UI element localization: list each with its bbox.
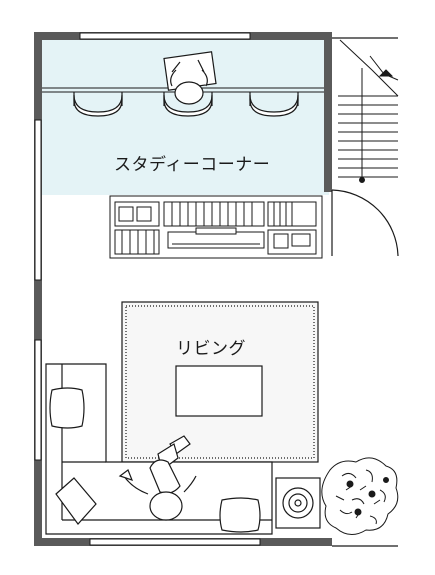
windows [34, 32, 261, 546]
coffee-table [175, 365, 263, 417]
chair [249, 92, 299, 117]
living-room-label: リビング [176, 339, 246, 359]
potted-plant [321, 457, 399, 535]
chair [73, 92, 123, 117]
fan-side-table [275, 477, 321, 529]
person-on-sofa-figure [118, 435, 197, 521]
tv-set [167, 227, 265, 249]
corridor-walls [332, 37, 398, 547]
staircase [338, 39, 399, 183]
cushion [49, 387, 261, 533]
door-swing [331, 189, 399, 257]
person-at-desk-figure [163, 51, 217, 105]
shelf-unit [109, 195, 323, 259]
study-corner-label: スタディーコーナー [114, 155, 271, 175]
chair [163, 92, 213, 117]
